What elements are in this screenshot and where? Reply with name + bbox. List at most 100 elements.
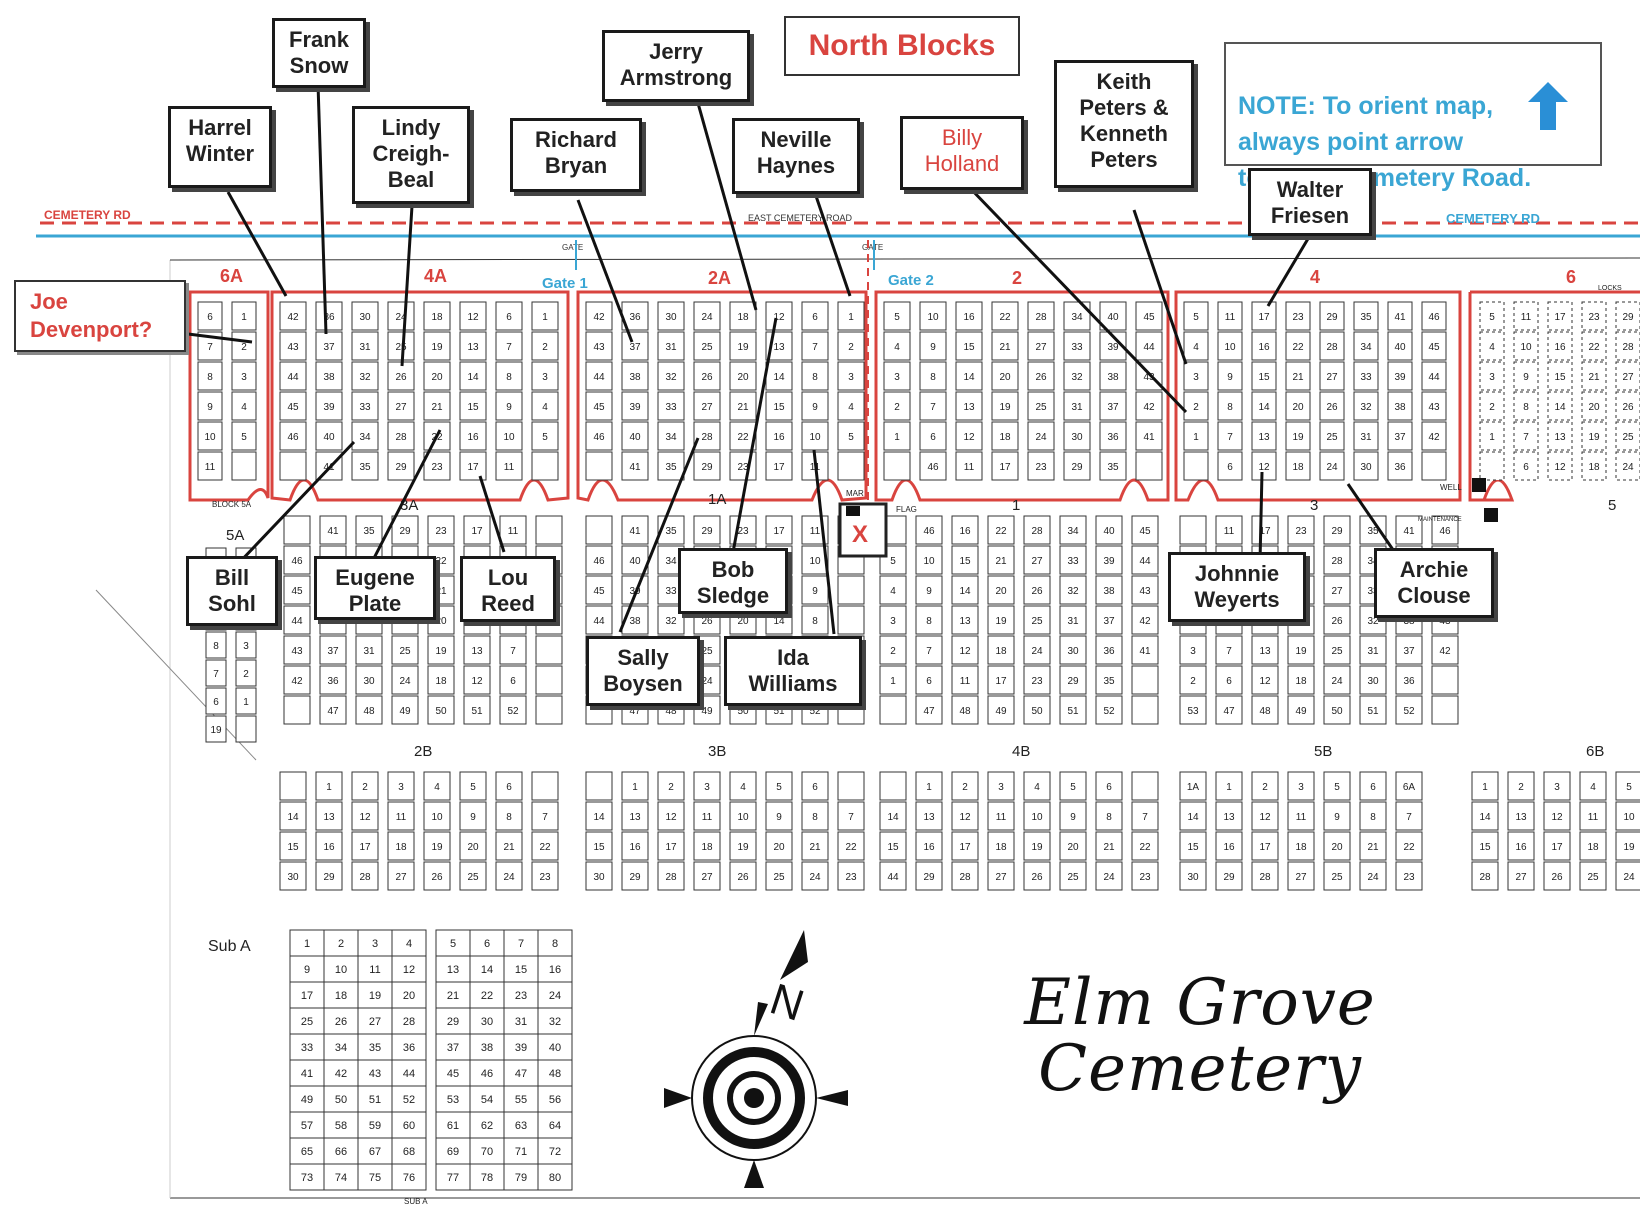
plot-cell — [1319, 331, 1345, 361]
plot-cell — [1285, 451, 1311, 481]
plot-cell — [1251, 635, 1279, 665]
plot-number: 32 — [1367, 616, 1379, 627]
plot-cell — [391, 665, 419, 695]
plot-cell — [1431, 515, 1459, 545]
plot-cell — [915, 605, 943, 635]
plot-cell — [427, 635, 455, 665]
plot-number: 42 — [1439, 646, 1451, 657]
plot-cell — [1287, 665, 1315, 695]
plot-number: 12 — [467, 312, 479, 323]
plot-number: 5 — [776, 782, 782, 793]
plot-cell — [765, 771, 793, 801]
plot-cell — [387, 301, 415, 331]
plot-cell — [319, 695, 347, 725]
plot-number: 8 — [506, 372, 512, 383]
plot-cell — [1471, 801, 1499, 831]
plot-number: 29 — [395, 462, 407, 473]
plot-cell — [231, 451, 257, 481]
sub-a-number: 55 — [515, 1094, 527, 1106]
plot-number: 16 — [959, 526, 971, 537]
plot-cell — [1215, 695, 1243, 725]
plot-number: 12 — [359, 812, 371, 823]
plot-cell — [1251, 391, 1277, 421]
plot-number: 4 — [890, 586, 896, 597]
plot-cell — [1421, 361, 1447, 391]
plot-number: 52 — [809, 706, 821, 717]
plot-number: 12 — [1551, 812, 1563, 823]
well-square — [1472, 478, 1486, 492]
plot-number: 47 — [327, 706, 339, 717]
plot-number: 1 — [1489, 432, 1495, 443]
plot-cell — [987, 545, 1015, 575]
plot-number: 9 — [776, 812, 782, 823]
sub-a-number: 69 — [447, 1146, 459, 1158]
plot-number: 3 — [704, 782, 710, 793]
plot-cell — [991, 421, 1019, 451]
plot-cell — [1059, 635, 1087, 665]
plot-cell — [585, 605, 613, 635]
sub-a-cell — [391, 981, 427, 1009]
plot-cell — [765, 421, 793, 451]
plot-number: 28 — [1331, 556, 1343, 567]
plot-number: 29 — [1071, 462, 1083, 473]
plot-cell — [1319, 391, 1345, 421]
plot-number: 31 — [1360, 432, 1372, 443]
plot-number: 35 — [1107, 462, 1119, 473]
plot-cell — [459, 421, 487, 451]
plot-cell — [1095, 515, 1123, 545]
plot-cell — [1513, 391, 1539, 421]
plot-number: 32 — [359, 372, 371, 383]
plot-cell — [459, 861, 487, 891]
plot-number: 28 — [1622, 342, 1634, 353]
block-label-6: 6 — [1566, 267, 1576, 287]
plot-cell — [1615, 451, 1640, 481]
plot-cell — [657, 861, 685, 891]
plot-number: 33 — [1067, 556, 1079, 567]
plot-number: 3 — [243, 641, 249, 652]
plot-number: 23 — [539, 872, 551, 883]
plot-cell — [351, 391, 379, 421]
plot-number: 12 — [471, 676, 483, 687]
plot-cell — [837, 575, 865, 605]
plot-cell — [1287, 515, 1315, 545]
plot-cell — [915, 771, 943, 801]
plot-number: 25 — [1331, 646, 1343, 657]
sub-a-number: 48 — [549, 1068, 561, 1080]
plot-cell — [1131, 545, 1159, 575]
plot-cell — [987, 771, 1015, 801]
plot-cell — [1217, 361, 1243, 391]
plot-number: 33 — [665, 402, 677, 413]
sub-a-number: 58 — [335, 1120, 347, 1132]
plot-cell — [235, 687, 257, 715]
plot-cell — [621, 861, 649, 891]
road-label-center: EAST CEMETERY ROAD — [748, 213, 853, 223]
plot-number: 20 — [773, 842, 785, 853]
plot-number: 34 — [1360, 342, 1372, 353]
plot-cell — [1513, 451, 1539, 481]
plot-cell — [951, 695, 979, 725]
plot-cell — [837, 391, 865, 421]
plot-cell — [531, 451, 559, 481]
plot-number: 47 — [1223, 706, 1235, 717]
plot-cell — [1615, 331, 1640, 361]
plot-cell — [1217, 301, 1243, 331]
block-label-3B: 3B — [708, 743, 726, 760]
plot-number: 24 — [1035, 432, 1047, 443]
plot-cell — [1095, 771, 1123, 801]
plot-number: 8 — [1106, 812, 1112, 823]
plot-number: 8 — [812, 372, 818, 383]
plot-number: 22 — [1403, 842, 1415, 853]
plot-number: 35 — [1360, 312, 1372, 323]
sub-a-cell — [537, 1163, 573, 1191]
mar-square — [846, 506, 860, 516]
plot-cell — [883, 331, 911, 361]
plot-number: 1 — [542, 312, 548, 323]
plot-cell — [1395, 771, 1423, 801]
plot-number: 8 — [812, 616, 818, 627]
plot-number: 9 — [1523, 372, 1529, 383]
plot-number: 14 — [959, 586, 971, 597]
plot-number: 49 — [701, 706, 713, 717]
sub-a-number: 59 — [369, 1120, 381, 1132]
plot-cell — [423, 301, 451, 331]
plot-cell — [351, 451, 379, 481]
